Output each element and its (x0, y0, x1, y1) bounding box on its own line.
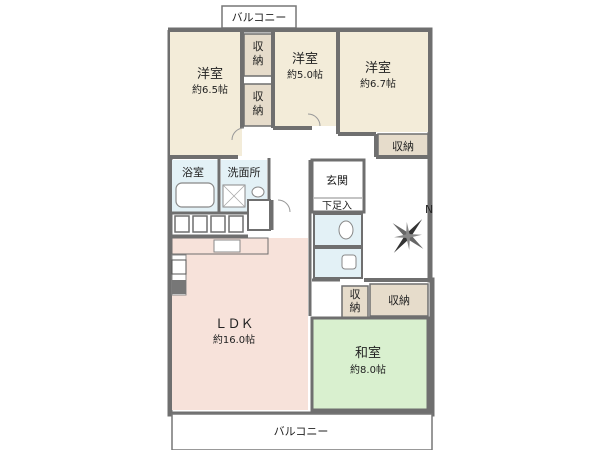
washroom-label: 洗面所 (228, 166, 261, 179)
closet-d-label: 収納 (350, 288, 361, 314)
balcony-top-label: バルコニー (232, 11, 287, 24)
sink-icon (251, 186, 265, 198)
toilet-icon (338, 220, 354, 240)
western-left-size: 約6.5帖 (192, 83, 228, 96)
basin-icon (341, 254, 357, 270)
western-room-right: 洋室 約6.7帖 (340, 32, 428, 132)
closet-a-label: 収納 (253, 40, 264, 67)
bath-label: 浴室 (182, 165, 204, 179)
closet-c-label: 収納 (392, 140, 414, 153)
closet-e: 収納 (369, 283, 429, 317)
upper-partitions (170, 30, 430, 159)
balcony-bottom-label: バルコニー (274, 425, 329, 438)
balcony-top: バルコニー (221, 5, 297, 29)
western-room-mid: 洋室 約5.0帖 (274, 32, 336, 126)
japanese-name: 和室 (355, 345, 381, 361)
hall-closet (247, 199, 271, 231)
compass-north-label: N (425, 203, 433, 216)
closet-b: 収納 (243, 83, 273, 127)
ldk-size: 約16.0帖 (213, 333, 255, 346)
japanese-room: 和室 約8.0帖 (310, 316, 430, 412)
entrance: 玄関 下足入 (310, 158, 366, 214)
toilet (313, 213, 363, 247)
utility (313, 247, 363, 279)
western-right-name: 洋室 (365, 60, 391, 76)
western-left-name: 洋室 (197, 66, 223, 82)
bathroom: 浴室 (172, 160, 218, 212)
western-mid-size: 約5.0帖 (287, 68, 323, 81)
ldk-room: ＬＤＫ 約16.0帖 (171, 237, 308, 410)
closet-e-label: 収納 (388, 294, 410, 307)
western-mid-name: 洋室 (292, 51, 318, 67)
storage-row (174, 215, 244, 233)
bathtub-icon (175, 182, 215, 208)
closet-a: 収納 (243, 33, 273, 77)
entrance-label: 玄関 (326, 173, 348, 187)
closet-b-label: 収納 (253, 90, 264, 117)
washroom: 洗面所 (221, 160, 267, 212)
balcony-bottom: バルコニー (171, 413, 433, 450)
kitchen-sink-icon (213, 239, 241, 253)
shoebox-label: 下足入 (322, 200, 352, 212)
ldk-name: ＬＤＫ (214, 317, 253, 332)
compass-icon: N (392, 203, 433, 253)
closet-d: 収納 (341, 285, 369, 319)
western-room-left: 洋室 約6.5帖 (170, 32, 242, 156)
western-right-size: 約6.7帖 (360, 77, 396, 90)
closet-c: 収納 (377, 133, 429, 157)
japanese-size: 約8.0帖 (350, 363, 386, 376)
stove-icon (171, 259, 187, 275)
fridge-icon (172, 280, 186, 294)
